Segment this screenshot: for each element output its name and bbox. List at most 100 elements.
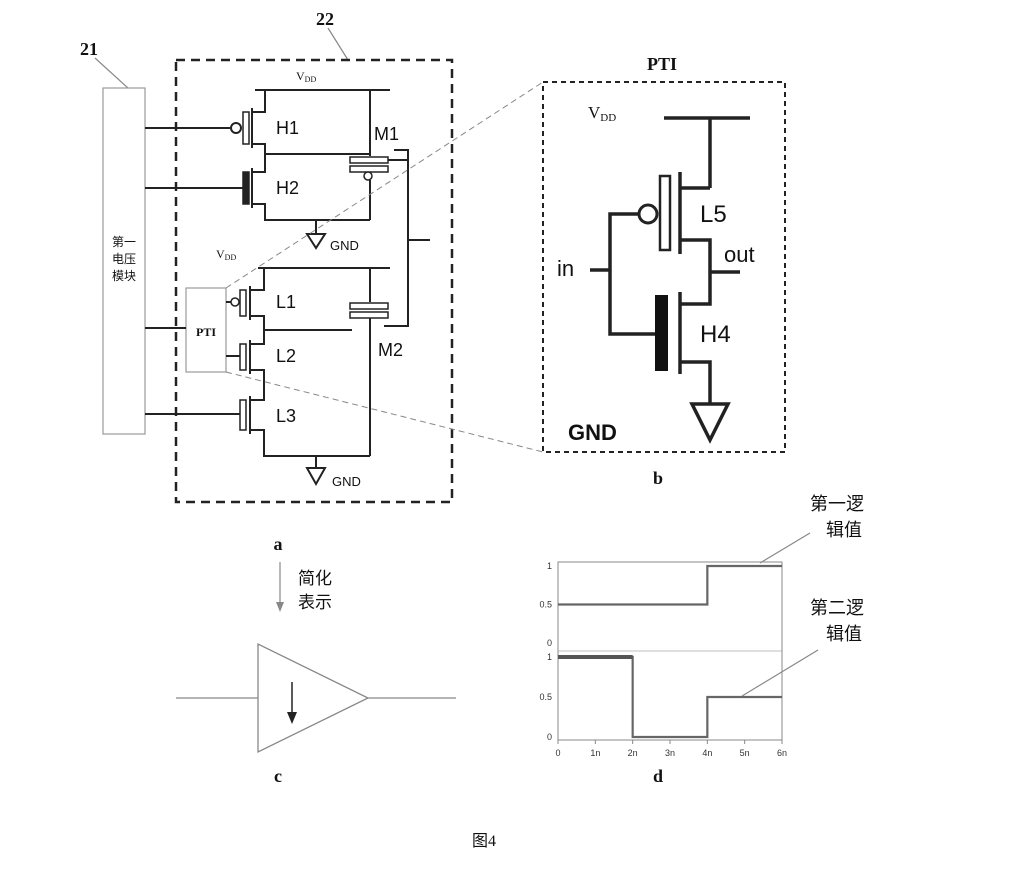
x-tick-label: 1n	[590, 748, 600, 758]
simplify-label-2: 表示	[298, 593, 332, 612]
m1-output	[388, 150, 409, 161]
lower-y-ticks: 10.50	[539, 652, 552, 742]
m1-bubble	[363, 171, 373, 181]
panel-a-circuit: 21 22 第一 电压 模块 VDD H1 H2 GND	[80, 9, 454, 504]
vdd-top-label: VDD	[296, 69, 316, 84]
l2-label: L2	[276, 346, 296, 366]
h4-gate	[655, 295, 668, 371]
gnd-symbol-2	[305, 467, 327, 487]
gnd-label-1: GND	[330, 238, 359, 253]
l1-bubble	[230, 297, 240, 307]
x-tick-label: 3n	[665, 748, 675, 758]
x-ticks: 0 1n 2n 3n 4n 5n 6n	[555, 740, 787, 758]
ref-21-leader	[94, 57, 129, 89]
module-label-2: 电压	[112, 252, 136, 266]
pti-gnd-label: GND	[568, 420, 617, 445]
voltage-module-block	[102, 87, 146, 435]
h2-drain	[252, 154, 266, 173]
gnd-label-2: GND	[332, 474, 361, 489]
y-tick-label: 0.5	[539, 692, 552, 702]
l1-source	[250, 268, 265, 291]
h1-drain	[252, 143, 266, 154]
y-tick-label: 0	[547, 732, 552, 742]
pti-dashed-box	[542, 81, 786, 453]
h4-label: H4	[700, 321, 731, 348]
panel-c-symbol: 简化 表示	[176, 562, 456, 754]
gnd-symbol-1	[305, 233, 327, 250]
ref-22-leader	[327, 27, 349, 61]
down-arrow-icon	[287, 712, 297, 724]
zoom-line-top	[225, 81, 544, 289]
callout-second-leader	[741, 649, 819, 697]
l5-gate	[658, 174, 672, 252]
series-line-1	[558, 564, 782, 606]
output-bus	[384, 149, 409, 327]
caption-c: c	[274, 766, 282, 786]
pti-in-bus	[608, 212, 655, 336]
caption-b: b	[653, 468, 663, 488]
block-22-dashed-box	[174, 58, 454, 504]
vdd-mid-label: VDD	[216, 247, 236, 262]
y-tick-label: 0.5	[539, 600, 552, 610]
l3-label: L3	[276, 406, 296, 426]
l2-drain	[250, 330, 265, 345]
module-label-3: 模块	[112, 269, 136, 283]
zoom-line-bottom	[225, 371, 544, 453]
m2-gate-top	[349, 302, 389, 310]
l1-gate	[239, 289, 247, 317]
h1-label: H1	[276, 118, 299, 138]
caption-d: d	[653, 766, 663, 786]
x-tick-label: 6n	[777, 748, 787, 758]
l2-source	[250, 369, 265, 384]
l3-gate	[239, 399, 247, 431]
pti-title: PTI	[647, 54, 677, 74]
m2-label: M2	[378, 340, 403, 360]
m1-gate-top	[349, 156, 389, 164]
h2-gate	[242, 171, 250, 205]
logic-second-label-1: 第二逻	[810, 598, 864, 618]
m1-label: M1	[374, 124, 399, 144]
pti-out-node	[680, 238, 712, 306]
l5-bubble	[637, 203, 659, 225]
ref-21: 21	[80, 39, 98, 59]
pti-gnd-symbol	[689, 402, 731, 444]
h1-source	[252, 90, 266, 113]
y-tick-label: 1	[547, 652, 552, 662]
series-lines	[558, 564, 782, 739]
h1-gate	[242, 111, 250, 145]
caption-a: a	[274, 534, 283, 554]
h1-bubble	[230, 122, 242, 134]
y-tick-label: 0	[547, 638, 552, 648]
logic-second-label-2: 辑值	[826, 624, 862, 644]
pti-block	[185, 287, 227, 373]
x-tick-label: 5n	[740, 748, 750, 758]
x-tick-label: 4n	[702, 748, 712, 758]
l5-label: L5	[700, 201, 727, 228]
in-label: in	[557, 256, 574, 281]
simplify-arrow-head	[276, 602, 284, 612]
pti-buffer-triangle	[257, 642, 370, 754]
h2-source	[252, 203, 370, 221]
y-tick-label: 1	[547, 561, 552, 571]
m1-gate-bottom	[349, 165, 389, 173]
h2-label: H2	[276, 178, 299, 198]
l1-drain	[250, 315, 265, 330]
l3-source	[250, 429, 370, 457]
module-label-1: 第一	[112, 235, 136, 249]
x-tick-label: 2n	[628, 748, 638, 758]
l2-gate	[239, 343, 247, 371]
m2-gate-bottom	[349, 311, 389, 319]
panel-b-pti-detail: PTI VDD L5 in out H4 GND	[542, 54, 786, 453]
pti-block-label: PTI	[196, 325, 216, 339]
figure-title: 图4	[472, 833, 496, 850]
x-tick-label: 0	[555, 748, 560, 758]
logic-first-label-1: 第一逻	[810, 494, 864, 514]
out-label: out	[724, 242, 755, 267]
upper-y-ticks: 10.50	[539, 561, 552, 648]
simplify-label-1: 简化	[298, 569, 332, 588]
h4-source	[680, 360, 712, 404]
l3-drain	[250, 384, 265, 401]
pti-vdd-label: VDD	[588, 103, 616, 124]
